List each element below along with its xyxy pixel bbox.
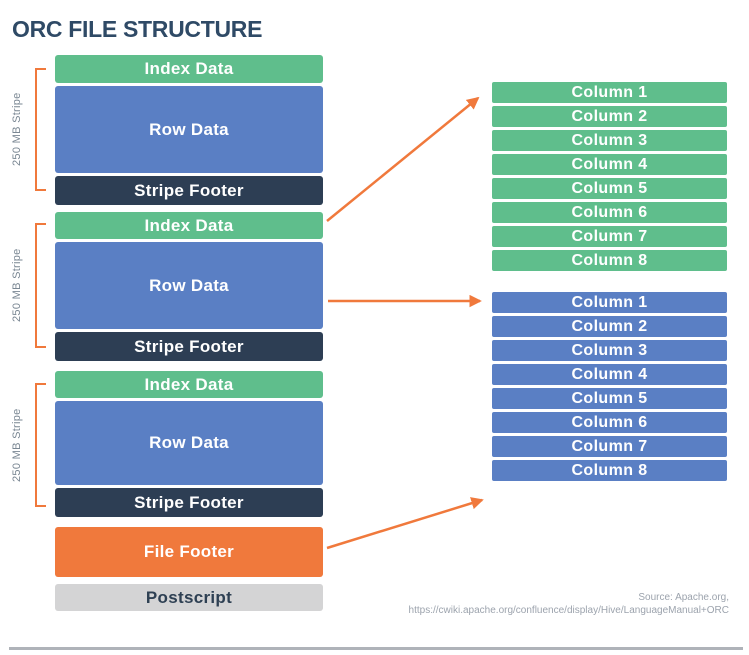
stripe-3-index-data-block: Index Data — [55, 371, 323, 398]
row-columns-row: Column 4 — [492, 364, 727, 385]
stripe-3-stripe-footer-block: Stripe Footer — [55, 488, 323, 517]
stripe-3-row-data-block: Row Data — [55, 401, 323, 485]
arrow-indexdata-to-index-columns — [326, 96, 480, 222]
row-columns-row: Column 8 — [492, 460, 727, 481]
stripe-1-index-data-block: Index Data — [55, 55, 323, 83]
stripe-2-stripe-footer-block: Stripe Footer — [55, 332, 323, 361]
arrow-filefooter-to-columns — [326, 497, 484, 550]
row-columns-row: Column 6 — [492, 412, 727, 433]
index-columns-row: Column 6 — [492, 202, 727, 223]
row-columns-row: Column 3 — [492, 340, 727, 361]
index-columns-row: Column 3 — [492, 130, 727, 151]
postscript-block: Postscript — [55, 584, 323, 611]
stripe-3-bracket — [35, 383, 46, 507]
row-columns-row: Column 7 — [492, 436, 727, 457]
source-line-2: https://cwiki.apache.org/confluence/disp… — [408, 604, 729, 616]
stripe-2-size-label: 250 MB Stripe — [11, 248, 23, 323]
index-columns-row: Column 7 — [492, 226, 727, 247]
stripe-2-bracket — [35, 223, 46, 348]
row-columns-row: Column 2 — [492, 316, 727, 337]
stripe-1-size-label: 250 MB Stripe — [11, 92, 23, 167]
index-columns-row: Column 4 — [492, 154, 727, 175]
source-attribution: Source: Apache.org, https://cwiki.apache… — [409, 592, 729, 617]
stripe-1-row-data-block: Row Data — [55, 86, 323, 173]
page-title: ORC FILE STRUCTURE — [12, 16, 263, 42]
index-columns-row: Column 8 — [492, 250, 727, 271]
bottom-divider — [9, 647, 743, 650]
index-columns-row: Column 5 — [492, 178, 727, 199]
stripe-1-stripe-footer-block: Stripe Footer — [55, 176, 323, 205]
stripe-3-size-label: 250 MB Stripe — [11, 408, 23, 482]
stripe-2-row-data-block: Row Data — [55, 242, 323, 329]
index-columns-row: Column 1 — [492, 82, 727, 103]
stripe-1-bracket — [35, 68, 46, 191]
index-columns-row: Column 2 — [492, 106, 727, 127]
stripe-2-index-data-block: Index Data — [55, 212, 323, 239]
row-columns-row: Column 1 — [492, 292, 727, 313]
file-footer-block: File Footer — [55, 527, 323, 577]
source-line-1: Source: Apache.org, — [638, 592, 729, 603]
row-columns-row: Column 5 — [492, 388, 727, 409]
